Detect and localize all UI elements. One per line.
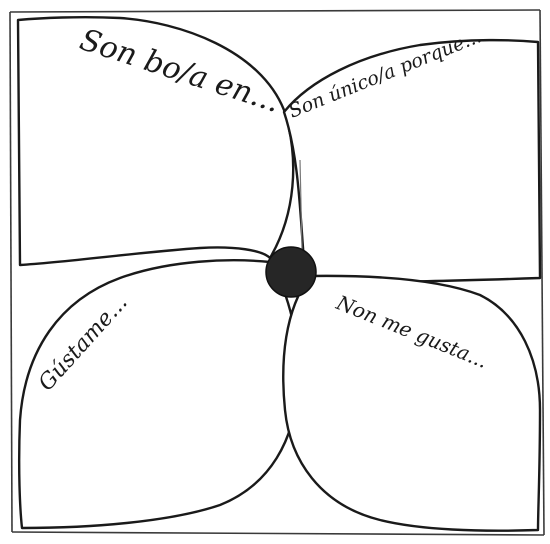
- flower-center: [266, 247, 316, 297]
- frame-top-edge: [10, 10, 540, 12]
- petal-bottom-left: [19, 260, 298, 528]
- frame-bottom-edge: [12, 532, 544, 535]
- petal-bottom-right: [283, 276, 540, 531]
- frame-left-edge: [10, 12, 12, 532]
- petal-top-right: [284, 40, 540, 282]
